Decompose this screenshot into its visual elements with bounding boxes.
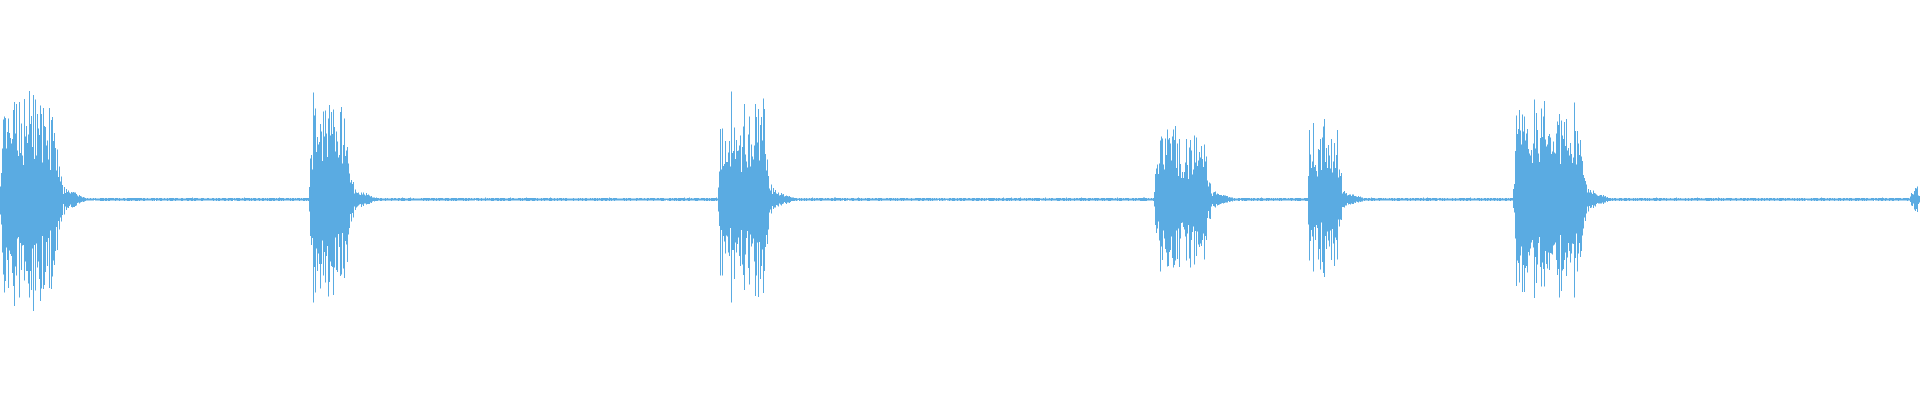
waveform-path — [0, 91, 1920, 311]
waveform-samples — [0, 91, 1920, 311]
